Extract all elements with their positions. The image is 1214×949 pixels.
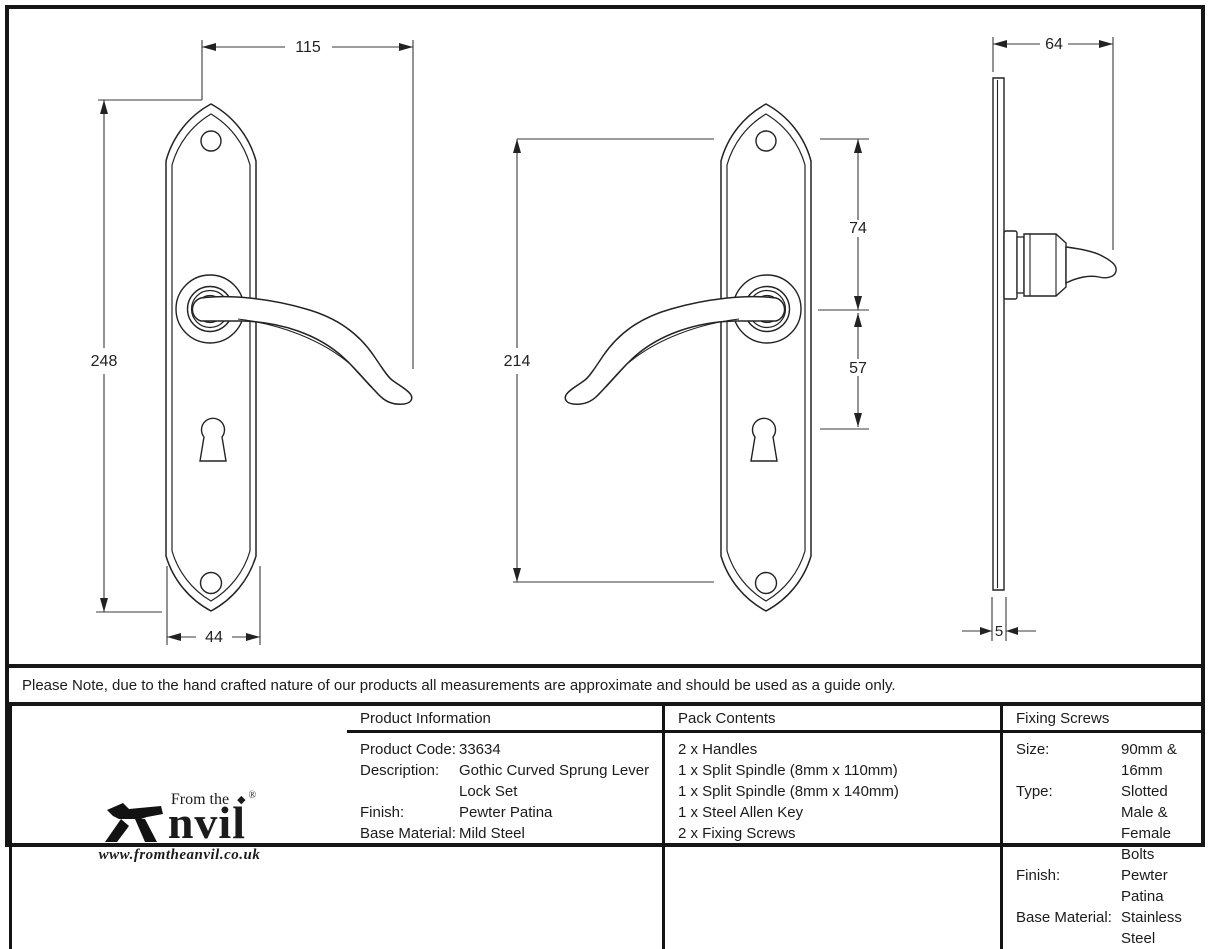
spec-sheet-page: 115 248 44 214 74 57 xyxy=(5,5,1205,949)
specification-table: Product Information Pack Contents Fixing… xyxy=(9,706,1201,949)
registered-mark: ® xyxy=(248,790,257,802)
product-information-header: Product Information xyxy=(347,706,662,733)
list-item: 1 x Steel Allen Key xyxy=(678,804,804,821)
disclaimer-text: Please Note, due to the hand crafted nat… xyxy=(22,676,896,694)
table-row: Finish: Pewter Patina xyxy=(360,804,553,821)
diamond-icon: ◆ xyxy=(237,794,246,807)
brand-name: nvil xyxy=(167,796,246,848)
dim-label-projection-64: 64 xyxy=(1045,36,1063,53)
list-item: 1 x Split Spindle (8mm x 110mm) xyxy=(678,762,898,779)
brand-logo-cell: From the ◆ ® nvil www.fromtheanvil.co.uk xyxy=(9,706,347,949)
front-view-drawing: 115 248 44 xyxy=(91,39,414,646)
table-row: Type: Slotted Male & Female Bolts xyxy=(1016,783,1172,863)
table-row: Base Material: Mild Steel xyxy=(360,825,525,842)
list-item: 1 x Split Spindle (8mm x 140mm) xyxy=(678,783,899,800)
pack-contents-cell: 2 x Handles 1 x Split Spindle (8mm x 110… xyxy=(662,733,1000,949)
logo-prefix: From the xyxy=(170,790,230,808)
front-view-mirrored-drawing: 214 74 57 xyxy=(504,103,869,612)
dimension-arrows xyxy=(100,43,413,641)
table-row: Size: 90mm & 16mm xyxy=(1016,741,1177,779)
dimension-arrows xyxy=(513,139,862,582)
dim-label-handle-to-keyhole-57: 57 xyxy=(849,360,867,377)
table-row: Description: Gothic Curved Sprung Lever xyxy=(360,762,650,779)
product-information-cell: Product Code: 33634 Description: Gothic … xyxy=(347,733,662,949)
list-item: 2 x Handles xyxy=(678,741,758,758)
table-row: Finish: Pewter Patina xyxy=(1016,867,1168,905)
brand-website: www.fromtheanvil.co.uk xyxy=(98,847,261,864)
table-row: Product Code: 33634 xyxy=(360,741,501,758)
measurement-disclaimer-bar: Please Note, due to the hand crafted nat… xyxy=(9,664,1201,706)
dim-label-plate-width-44: 44 xyxy=(205,629,223,646)
dimension-arrows xyxy=(980,40,1113,635)
list-item: 2 x Fixing Screws xyxy=(678,825,796,842)
technical-drawing-area: 115 248 44 214 74 57 xyxy=(91,36,1117,646)
table-row: Base Material: Stainless Steel xyxy=(1016,909,1182,947)
dim-label-width-115: 115 xyxy=(295,39,321,56)
anvil-icon xyxy=(104,803,163,843)
table-row: Lock Set xyxy=(459,783,518,800)
dim-label-top-to-handle-74: 74 xyxy=(849,220,867,237)
fixing-screws-header: Fixing Screws xyxy=(1000,706,1201,733)
fixing-screws-cell: Size: 90mm & 16mm Type: Slotted Male & F… xyxy=(1000,733,1201,949)
dim-label-thickness-5: 5 xyxy=(995,623,1003,640)
side-view-drawing: 64 5 xyxy=(962,36,1117,641)
dim-label-height-214: 214 xyxy=(504,353,531,370)
pack-contents-header: Pack Contents xyxy=(662,706,1000,733)
dim-label-height-248: 248 xyxy=(91,353,118,370)
